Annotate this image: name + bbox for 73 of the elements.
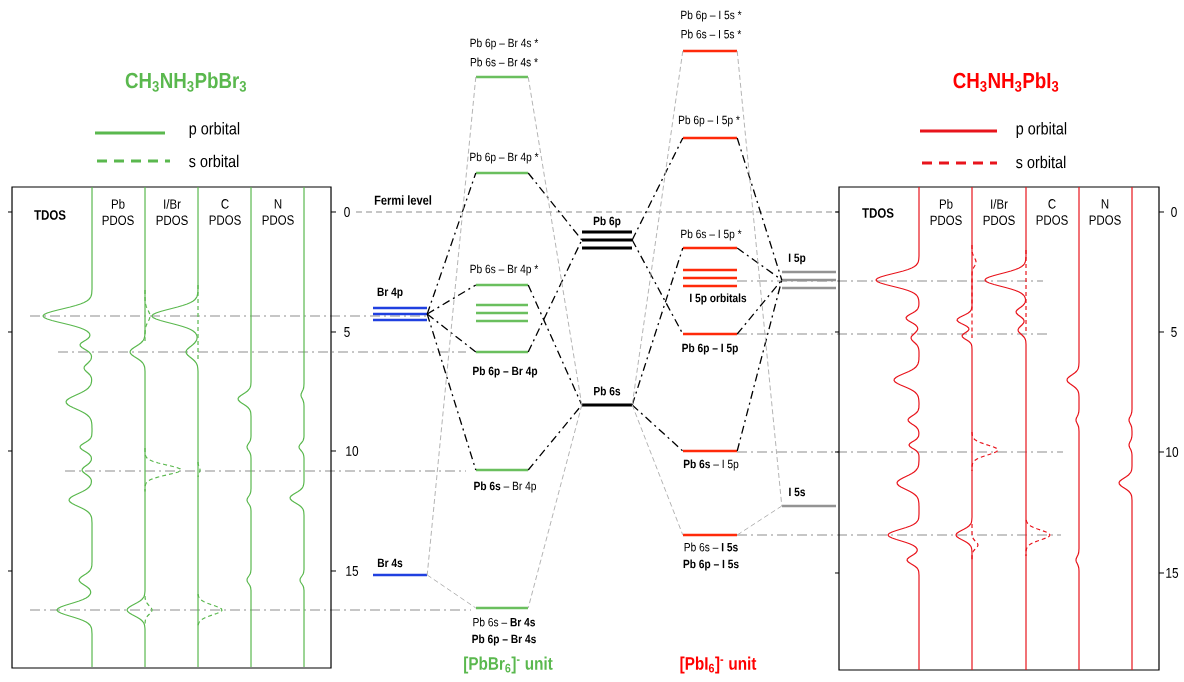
tick-label: 10	[346, 446, 359, 456]
level-label: I 5p	[788, 253, 806, 265]
level-label: Pb 6s – Br 4p	[474, 481, 537, 493]
column-header: I/Br PDOS	[983, 198, 1015, 226]
connector-line	[631, 50, 684, 406]
column-header: N PDOS	[1089, 199, 1121, 225]
connector-line	[426, 284, 477, 315]
connector-line	[736, 279, 783, 452]
tick-label: 5	[344, 327, 350, 337]
level-label: Pb 6s – I 5p *	[681, 229, 742, 241]
level-label: Pb 6s – I 5p	[683, 459, 739, 471]
level-label: Br 4s	[377, 558, 403, 568]
level-label: Pb 6s – I 5s	[684, 542, 738, 552]
connector-line	[631, 404, 684, 452]
legend-label: s orbital	[1016, 155, 1066, 169]
connector-line	[426, 313, 477, 471]
connector-line	[736, 247, 783, 281]
connector-line	[736, 137, 783, 281]
level-label: I 5s	[789, 487, 806, 497]
level-label: Br 4p	[377, 287, 403, 299]
level-label: Pb 6p – Br 4p *	[470, 152, 539, 164]
tick-label: 15	[346, 566, 359, 576]
level-label: Pb 6s – Br 4s *	[470, 57, 538, 67]
level-label: Pb 6s	[594, 386, 621, 396]
level-label: Pb 6p – I 5s *	[681, 10, 742, 22]
level-label: Pb 6p – I 5s	[683, 559, 739, 571]
legend-label: s orbital	[189, 154, 239, 168]
unit-label: [PbI$_{6}$]$^{-}$ unit	[680, 656, 757, 674]
compound-title: CH$_{3}$NH$_{3}$PbI$_{3}$	[953, 72, 1059, 92]
connector-line	[426, 574, 477, 609]
tick-label: 5	[1171, 327, 1177, 337]
legend-label: p orbital	[1016, 122, 1067, 138]
column-header: N PDOS	[262, 199, 294, 225]
connector-line	[527, 239, 583, 353]
column-header: Pb PDOS	[930, 198, 962, 226]
connector-line	[527, 76, 583, 406]
fermi-level-label: Fermi level	[374, 195, 432, 205]
level-label: Pb 6s – I 5s *	[681, 29, 742, 39]
level-label: I 5p orbitals	[690, 293, 747, 305]
connector-line	[426, 172, 477, 315]
column-header: TDOS	[862, 208, 894, 218]
connector-line	[631, 239, 684, 335]
column-header: I/Br PDOS	[156, 198, 188, 226]
column-header: TDOS	[34, 210, 66, 220]
tick-label: 0	[1171, 207, 1177, 217]
compound-title: CH$_{3}$NH$_{3}$PbBr$_{3}$	[125, 72, 247, 92]
connector-line	[527, 404, 583, 609]
connector-line	[527, 172, 583, 241]
column-header: C PDOS	[1036, 199, 1068, 225]
tick-label: 10	[1166, 447, 1179, 457]
column-header: Pb PDOS	[102, 198, 134, 226]
connector-line	[426, 76, 477, 576]
tick-label: 0	[344, 207, 350, 217]
connector-line	[736, 50, 783, 507]
connector-line	[426, 313, 477, 353]
connector-line	[631, 137, 684, 241]
connector-line	[736, 505, 783, 536]
level-label: Pb 6p – I 5p	[682, 343, 738, 355]
level-label: Pb 6p – Br 4p	[473, 366, 538, 378]
level-label: Pb 6p	[593, 216, 621, 228]
connector-line	[527, 284, 583, 406]
connector-line	[631, 404, 684, 536]
degenerate-levels	[476, 303, 528, 323]
level-label: Pb 6p – I 5p *	[678, 115, 740, 127]
level-label: Pb 6s – Br 4p *	[470, 264, 539, 276]
connector-line	[736, 279, 783, 335]
column-header: C PDOS	[209, 199, 241, 225]
tick-label: 15	[1166, 568, 1179, 578]
level-label: Pb 6p – Br 4s	[472, 634, 536, 646]
level-label: Pb 6p – Br 4s *	[470, 38, 539, 50]
level-label: Pb 6s – Br 4s	[473, 617, 536, 627]
connector-line	[631, 247, 684, 406]
legend-label: p orbital	[189, 122, 240, 138]
